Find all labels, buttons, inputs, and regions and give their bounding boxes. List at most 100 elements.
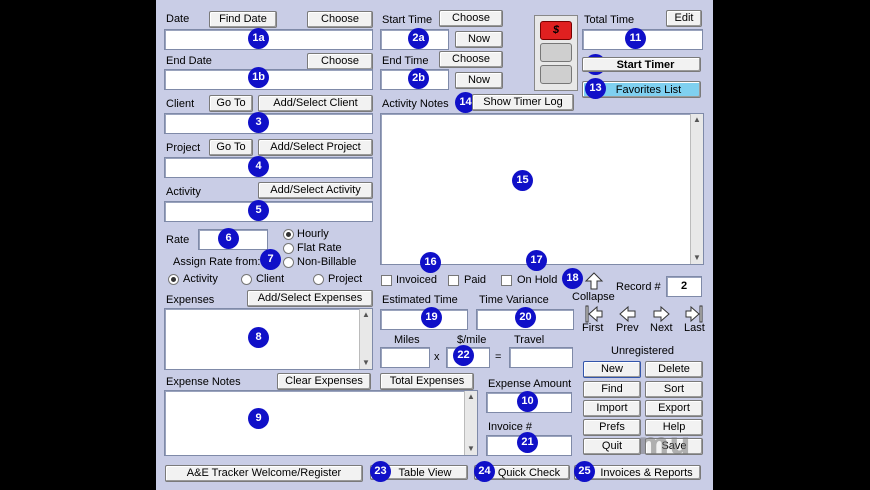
total-time-label: Total Time [584,14,635,26]
quit-button[interactable]: Quit [583,438,641,455]
prev-record-icon[interactable] [618,305,638,323]
add-select-project-button[interactable]: Add/Select Project [258,139,373,156]
activity-notes-scrollbar[interactable]: ▲ ▼ [690,114,703,264]
badge-22: 22 [453,345,474,366]
assign-client-radio[interactable] [241,274,252,285]
start-timer-button[interactable]: Start Timer [582,57,701,72]
assign-client-label: Client [256,273,285,285]
export-button[interactable]: Export [645,400,703,417]
import-button[interactable]: Import [583,400,641,417]
favorites-list-button[interactable]: Favorites List [582,81,701,98]
expense-notes-scrollbar[interactable]: ▲ ▼ [464,391,477,455]
badge-19: 19 [421,307,442,328]
new-button[interactable]: New [583,361,641,378]
badge-8: 8 [248,327,269,348]
add-select-expenses-button[interactable]: Add/Select Expenses [247,290,373,307]
collapse-arrow-icon[interactable] [584,271,604,291]
badge-14: 14 [455,92,476,113]
collapse-label: Collapse [572,291,615,303]
end-time-now-button[interactable]: Now [455,72,503,89]
badge-25: 25 [574,461,595,482]
main-panel: Date Find Date Choose 1a End Date Choose… [156,0,713,490]
assign-project-radio[interactable] [313,274,324,285]
scroll-down-icon[interactable]: ▼ [467,444,475,453]
timer-lights-panel: $ [534,15,578,91]
sort-button[interactable]: Sort [645,381,703,398]
scroll-up-icon[interactable]: ▲ [362,310,370,319]
badge-2a: 2a [408,28,429,49]
on-hold-checkbox[interactable] [501,275,512,286]
assign-rate-label: Assign Rate from: [173,256,261,268]
quick-check-button[interactable]: Quick Check [474,465,570,480]
invoices-reports-button[interactable]: Invoices & Reports [574,465,701,480]
badge-21: 21 [517,432,538,453]
date-choose-button[interactable]: Choose [307,11,373,28]
start-time-choose-button[interactable]: Choose [439,10,503,27]
delete-button[interactable]: Delete [645,361,703,378]
end-time-choose-button[interactable]: Choose [439,51,503,68]
badge-2b: 2b [408,68,429,89]
rate-flat-radio[interactable] [283,243,294,254]
badge-3: 3 [248,112,269,133]
record-number-field[interactable]: 2 [666,276,702,297]
scroll-down-icon[interactable]: ▼ [362,358,370,367]
project-goto-button[interactable]: Go To [209,139,253,156]
travel-field[interactable] [509,347,573,368]
assign-activity-radio[interactable] [168,274,179,285]
scroll-up-icon[interactable]: ▲ [693,115,701,124]
add-select-activity-button[interactable]: Add/Select Activity [258,182,373,199]
expense-notes-label: Expense Notes [166,376,241,388]
total-time-edit-button[interactable]: Edit [666,10,702,27]
welcome-register-button[interactable]: A&E Tracker Welcome/Register [165,465,363,482]
badge-20: 20 [515,307,536,328]
activity-label: Activity [166,186,201,198]
prev-label: Prev [616,322,639,334]
expense-amount-label: Expense Amount [488,378,572,390]
table-view-button[interactable]: Table View [370,465,468,480]
activity-notes-field[interactable]: ▲ ▼ [380,113,704,265]
clear-expenses-button[interactable]: Clear Expenses [277,373,371,390]
save-button[interactable]: Save [645,438,703,455]
first-record-icon[interactable] [584,305,604,323]
add-select-client-button[interactable]: Add/Select Client [258,95,373,112]
paid-checkbox[interactable] [448,275,459,286]
times-sign: x [434,351,440,363]
light-2-icon [540,43,572,62]
show-timer-log-button[interactable]: Show Timer Log [472,94,574,111]
miles-field[interactable] [380,347,430,368]
scroll-down-icon[interactable]: ▼ [693,253,701,262]
client-goto-button[interactable]: Go To [209,95,253,112]
last-record-icon[interactable] [684,305,704,323]
client-label: Client [166,98,195,110]
start-time-now-button[interactable]: Now [455,31,503,48]
badge-13: 13 [585,78,606,99]
prefs-button[interactable]: Prefs [583,419,641,436]
find-date-button[interactable]: Find Date [209,11,277,28]
badge-18: 18 [562,268,583,289]
badge-6: 6 [218,228,239,249]
rate-hourly-radio[interactable] [283,229,294,240]
last-label: Last [684,322,705,334]
date-label: Date [166,13,190,25]
badge-23: 23 [370,461,391,482]
watermark-logo: mu [638,427,691,462]
total-expenses-button[interactable]: Total Expenses [380,373,474,390]
invoiced-checkbox[interactable] [381,275,392,286]
badge-17: 17 [526,250,547,271]
rate-nonbillable-radio[interactable] [283,257,294,268]
rate-nonbillable-label: Non-Billable [297,256,357,268]
light-3-icon [540,65,572,84]
badge-1b: 1b [248,67,269,88]
end-date-choose-button[interactable]: Choose [307,53,373,70]
expense-notes-field[interactable]: ▲ ▼ [164,390,478,456]
scroll-up-icon[interactable]: ▲ [467,392,475,401]
badge-10: 10 [517,391,538,412]
start-time-label: Start Time [382,14,433,26]
expenses-scrollbar[interactable]: ▲ ▼ [359,309,372,369]
activity-notes-label: Activity Notes [382,98,449,110]
project-label: Project [166,142,201,154]
on-hold-label: On Hold [517,274,558,286]
next-record-icon[interactable] [651,305,671,323]
find-button[interactable]: Find [583,381,641,398]
help-button[interactable]: Help [645,419,703,436]
